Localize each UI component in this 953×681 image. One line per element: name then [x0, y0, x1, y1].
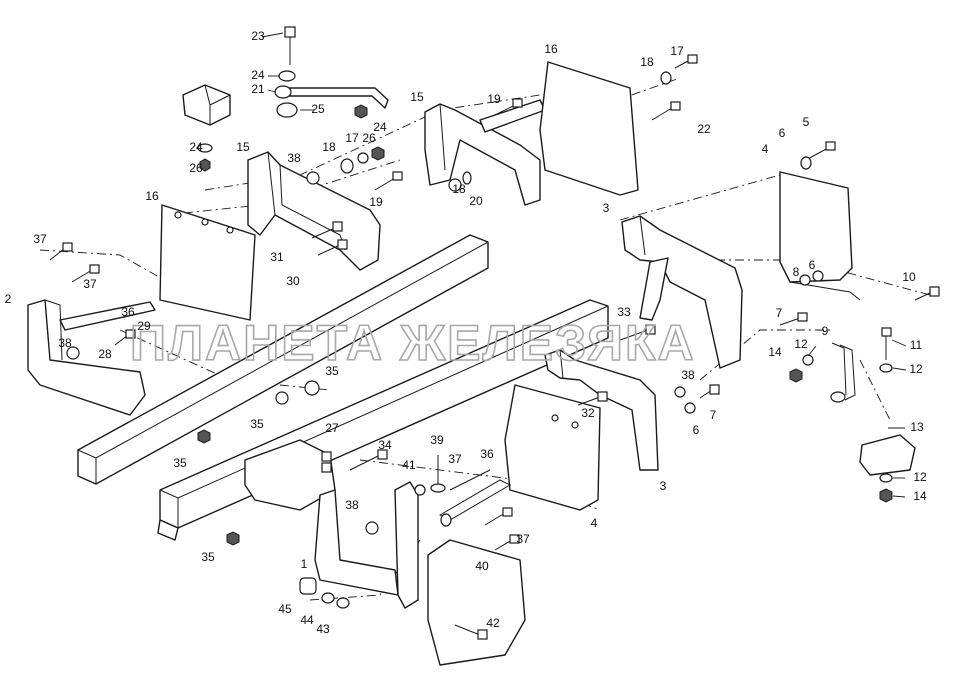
callout-30: 30 [286, 274, 300, 288]
callout-35: 35 [250, 417, 264, 431]
callout-24: 24 [189, 140, 203, 154]
callout-23: 23 [251, 29, 265, 43]
hanger-left [247, 151, 381, 271]
mudflap-far-right [779, 171, 861, 301]
callout-27: 27 [325, 421, 339, 435]
callout-37: 37 [83, 277, 97, 291]
link-rod [274, 85, 389, 118]
callout-44: 44 [300, 613, 314, 627]
callout-45: 45 [278, 602, 292, 616]
callout-22: 22 [697, 122, 711, 136]
callout-28: 28 [98, 347, 112, 361]
callout-14: 14 [913, 489, 927, 503]
callout-29: 29 [137, 319, 151, 333]
callout-7: 7 [710, 408, 717, 422]
callout-7: 7 [776, 306, 783, 320]
callout-9: 9 [822, 324, 829, 338]
callout-37: 37 [448, 452, 462, 466]
hanger-right-front-lower [544, 349, 659, 471]
callout-4: 4 [762, 142, 769, 156]
callout-10: 10 [902, 270, 916, 284]
callout-19: 19 [369, 195, 383, 209]
stay-far-right [830, 342, 916, 476]
callout-18: 18 [322, 140, 336, 154]
callout-38: 38 [58, 336, 72, 350]
callout-32: 32 [581, 406, 595, 420]
callout-36: 36 [480, 447, 494, 461]
callout-38: 38 [345, 498, 359, 512]
callout-3: 3 [660, 479, 667, 493]
mudflap-front-lower [427, 539, 526, 666]
callout-8: 8 [793, 265, 800, 279]
callout-26: 26 [362, 131, 376, 145]
bracket-front-lower [244, 439, 419, 609]
callout-38: 38 [681, 368, 695, 382]
callout-6: 6 [809, 258, 816, 272]
callout-36: 36 [121, 305, 135, 319]
callout-5: 5 [803, 115, 810, 129]
callout-12: 12 [794, 337, 808, 351]
callout-38: 38 [287, 151, 301, 165]
callout-41: 41 [402, 458, 416, 472]
callout-17: 17 [345, 131, 359, 145]
callout-6: 6 [779, 126, 786, 140]
callout-2: 2 [5, 292, 12, 306]
callout-16: 16 [544, 42, 558, 56]
callout-35: 35 [201, 550, 215, 564]
callout-13: 13 [910, 420, 924, 434]
bracket-left-rear [27, 299, 156, 416]
callout-33: 33 [617, 305, 631, 319]
callout-26: 26 [189, 161, 203, 175]
callout-1: 1 [301, 557, 308, 571]
callout-18: 18 [452, 182, 466, 196]
callout-14: 14 [768, 345, 782, 359]
callout-37: 37 [33, 232, 47, 246]
mudflap-lower-center [504, 384, 601, 511]
callout-37: 37 [516, 532, 530, 546]
frame-rail-rear [77, 234, 489, 485]
callout-18: 18 [640, 55, 654, 69]
callout-17: 17 [670, 44, 684, 58]
callout-12: 12 [913, 470, 927, 484]
callout-4: 4 [591, 516, 598, 530]
callout-3: 3 [603, 201, 610, 215]
callout-21: 21 [251, 82, 265, 96]
callout-31: 31 [270, 250, 284, 264]
callout-42: 42 [486, 616, 500, 630]
callout-15: 15 [236, 140, 250, 154]
hanger-right [424, 99, 546, 206]
watermark: ПЛАНЕТА ЖЕЛЕЗЯКА [130, 315, 696, 371]
callout-11: 11 [910, 338, 923, 352]
callout-19: 19 [487, 92, 501, 106]
callout-39: 39 [430, 433, 444, 447]
callout-35: 35 [325, 364, 339, 378]
callout-leaders [261, 32, 907, 498]
callout-24: 24 [373, 120, 387, 134]
callout-34: 34 [378, 438, 392, 452]
callout-20: 20 [469, 194, 483, 208]
mudflap-upper-right [539, 61, 639, 196]
hanger-right-front-upper [621, 215, 743, 369]
callout-24: 24 [251, 68, 265, 82]
callout-35: 35 [173, 456, 187, 470]
callout-16: 16 [145, 189, 159, 203]
callout-15: 15 [410, 90, 424, 104]
callout-12: 12 [909, 362, 923, 376]
callout-6: 6 [693, 423, 700, 437]
rubber-pad [182, 84, 231, 126]
callout-25: 25 [311, 102, 325, 116]
mudflap-left-rear [159, 204, 256, 321]
callout-40: 40 [475, 559, 489, 573]
callout-43: 43 [316, 622, 330, 636]
fasteners [49, 26, 940, 640]
